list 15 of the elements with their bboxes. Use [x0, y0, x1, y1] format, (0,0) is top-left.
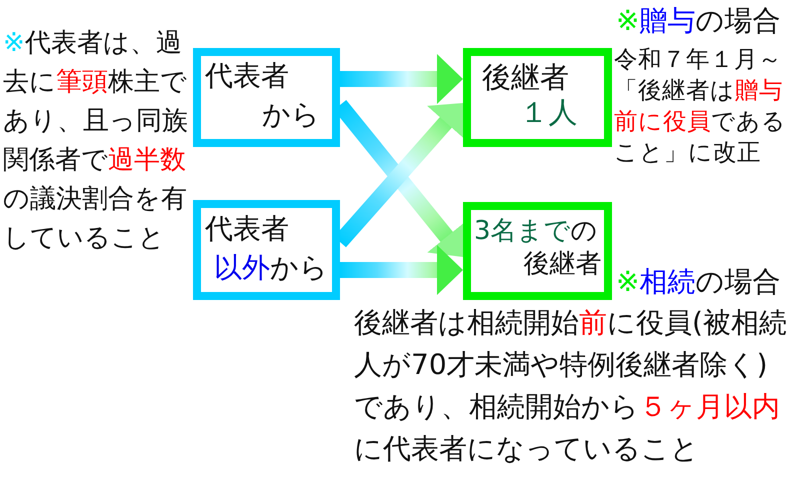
- note-text: 令和７年１月～「後継者は贈与前に役員であること」に改正: [614, 44, 787, 168]
- process-box: [463, 202, 612, 300]
- box-label: 3名までの後継者: [474, 215, 602, 282]
- box-label: 後継者１人: [482, 60, 578, 130]
- box-label: 代表者から: [205, 58, 320, 133]
- arrow: [340, 245, 463, 295]
- process-box: [193, 48, 340, 147]
- arrow: [340, 54, 463, 104]
- process-box: [463, 48, 612, 147]
- note-text: 後継者は相続開始前に役員(被相続人が70才未満や特例後継者除く)であり、相続開始から５ヶ月以内に代表者になっていること: [354, 305, 788, 467]
- case-heading: ※贈与の場合: [616, 3, 782, 39]
- box-label: 代表者以外から: [205, 211, 328, 286]
- process-box: [193, 200, 340, 300]
- case-heading: ※相続の場合: [616, 264, 782, 300]
- note-text: ※代表者は、過去に筆頭株主であり、且っ同族関係者で過半数の議決割合を有していること: [3, 27, 189, 255]
